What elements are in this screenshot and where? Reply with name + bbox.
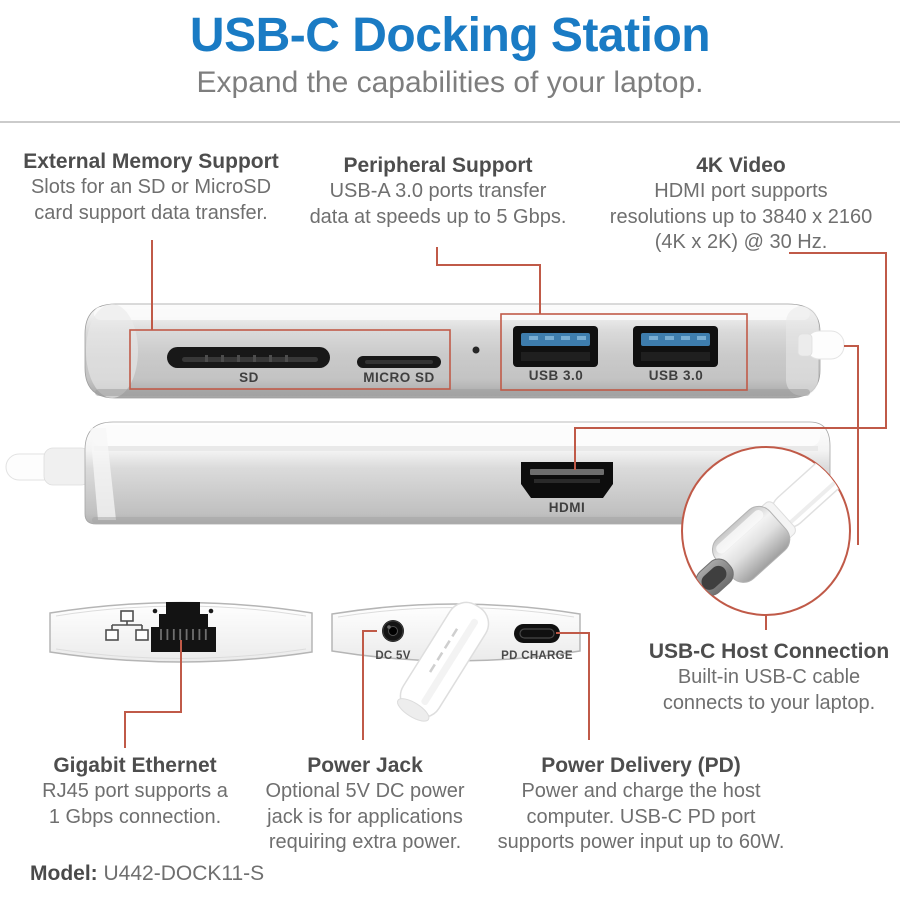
- feature-external-memory: External Memory Support Slots for an SD …: [5, 148, 297, 226]
- feature-line: connects to your laptop.: [662, 691, 876, 714]
- usb3-label-1: USB 3.0: [529, 368, 584, 383]
- header-divider: [0, 121, 900, 123]
- status-led: [472, 346, 480, 354]
- feature-usbc-host: USB-C Host Connection Built-in USB-C cab…: [635, 638, 900, 716]
- rj45-port: [151, 602, 216, 652]
- callout-line-cable-circle: [844, 345, 859, 545]
- feature-line: HDMI port supports: [654, 180, 828, 202]
- callout-line-dc5v: [362, 630, 377, 740]
- sd-label: SD: [239, 370, 259, 385]
- feature-line: card support data transfer.: [34, 201, 268, 224]
- feature-heading: 4K Video: [696, 154, 786, 177]
- usbc-cable-front: [396, 601, 490, 722]
- dock-ports-view: SD MICRO SD USB 3.0: [84, 303, 845, 399]
- network-icon: [105, 610, 149, 641]
- feature-line: (4K x 2K) @ 30 Hz.: [654, 231, 828, 253]
- dc-power-jack: [382, 620, 404, 642]
- callout-line-4k-hdmi: [574, 252, 887, 470]
- feature-line: RJ45 port supports a: [42, 780, 228, 802]
- closeup-ethernet-end: [49, 601, 313, 663]
- feature-peripheral-support: Peripheral Support USB-A 3.0 ports trans…: [294, 152, 582, 230]
- feature-heading: Power Delivery (PD): [541, 754, 741, 777]
- model-label: Model:: [30, 862, 98, 885]
- hdmi-port: [521, 462, 613, 498]
- model-number: Model: U442-DOCK11-S: [30, 862, 264, 886]
- feature-line: Slots for an SD or MicroSD: [30, 176, 272, 198]
- feature-line: data at speeds up to 5 Gbps.: [309, 205, 567, 228]
- usb3-port-2: [633, 326, 718, 367]
- sd-card-slot: [167, 347, 330, 368]
- model-value: U442-DOCK11-S: [103, 862, 265, 885]
- feature-heading: External Memory Support: [23, 150, 279, 173]
- callout-line-peripheral: [436, 247, 541, 314]
- feature-line: resolutions up to 3840 x 2160: [609, 205, 873, 228]
- feature-line: Built-in USB-C cable: [677, 666, 861, 688]
- feature-4k-video: 4K Video HDMI port supports resolutions …: [584, 152, 898, 256]
- feature-line: Power and charge the host: [521, 780, 761, 802]
- usbc-connector-closeup: [681, 446, 851, 630]
- feature-line: USB-A 3.0 ports transfer: [329, 180, 547, 202]
- feature-power-jack: Power Jack Optional 5V DC power jack is …: [246, 752, 484, 856]
- feature-line: Optional 5V DC power: [265, 780, 465, 802]
- usb3-port-1: [513, 326, 598, 367]
- feature-heading: USB-C Host Connection: [648, 640, 890, 663]
- dc5v-label: DC 5V: [375, 650, 410, 662]
- callout-box-usb: [500, 313, 748, 391]
- feature-heading: Gigabit Ethernet: [53, 754, 217, 777]
- feature-line: jack is for applications: [267, 805, 463, 828]
- feature-line: computer. USB-C PD port: [526, 805, 756, 828]
- page-title: USB-C Docking Station: [189, 9, 711, 62]
- feature-line: supports power input up to 60W.: [497, 831, 785, 853]
- callout-line-ethernet: [124, 640, 182, 748]
- callout-box-memory: [129, 329, 451, 390]
- pd-charge-label: PD CHARGE: [501, 650, 573, 662]
- closeup-power-end: DC 5V PD CHARGE: [331, 601, 581, 722]
- feature-power-delivery: Power Delivery (PD) Power and charge the…: [482, 752, 800, 856]
- feature-line: requiring extra power.: [268, 831, 462, 853]
- callouts: [124, 240, 887, 748]
- microsd-label: MICRO SD: [363, 370, 435, 385]
- feature-gigabit-ethernet: Gigabit Ethernet RJ45 port supports a 1 …: [13, 752, 257, 830]
- feature-line: 1 Gbps connection.: [48, 805, 222, 828]
- pd-charge-port: [514, 624, 560, 643]
- page-subtitle: Expand the capabilities of your laptop.: [196, 66, 704, 99]
- hdmi-label: HDMI: [549, 500, 586, 515]
- feature-heading: Power Jack: [307, 754, 423, 777]
- callout-line-pd: [556, 632, 590, 740]
- usb3-label-2: USB 3.0: [649, 368, 704, 383]
- microsd-card-slot: [357, 356, 441, 368]
- feature-heading: Peripheral Support: [343, 154, 533, 177]
